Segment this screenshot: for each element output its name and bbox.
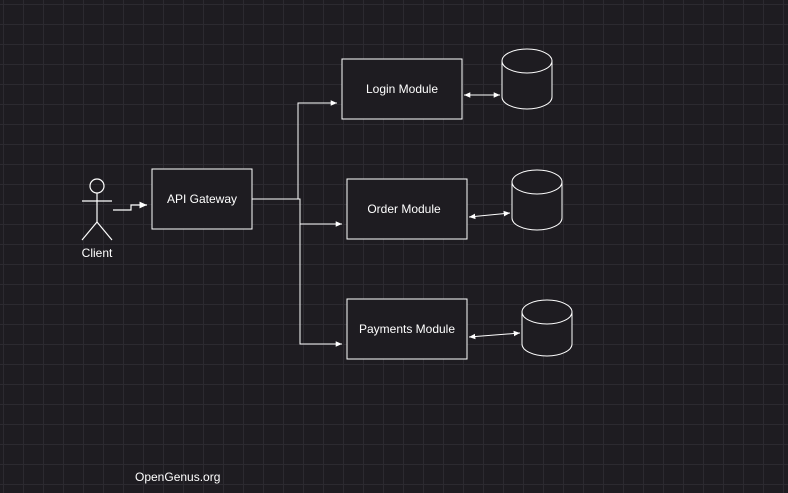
client-to-gateway-connector[interactable] [113,201,147,211]
client-label: Client [82,246,113,260]
order-module-box[interactable] [346,178,468,240]
gateway-to-payments-connector[interactable] [299,199,342,347]
login-module-label: Login Module [366,82,438,96]
payments-db-connector[interactable] [468,330,521,340]
order-module-label: Order Module [367,202,441,216]
order-db-connector[interactable] [468,210,511,220]
order-database-icon[interactable] [511,169,563,231]
gateway-to-login-connector[interactable] [252,100,337,200]
api-gateway-label: API Gateway [167,192,237,206]
api-gateway-box[interactable] [151,168,253,230]
login-database-icon[interactable] [501,48,553,110]
payments-module-label: Payments Module [359,322,455,336]
payments-database-icon[interactable] [521,299,573,357]
gateway-to-order-connector[interactable] [252,198,342,227]
client-actor[interactable] [81,178,113,241]
login-module-box[interactable] [341,58,463,120]
payments-module-box[interactable] [346,298,468,360]
watermark-text: OpenGenus.org [135,470,221,484]
